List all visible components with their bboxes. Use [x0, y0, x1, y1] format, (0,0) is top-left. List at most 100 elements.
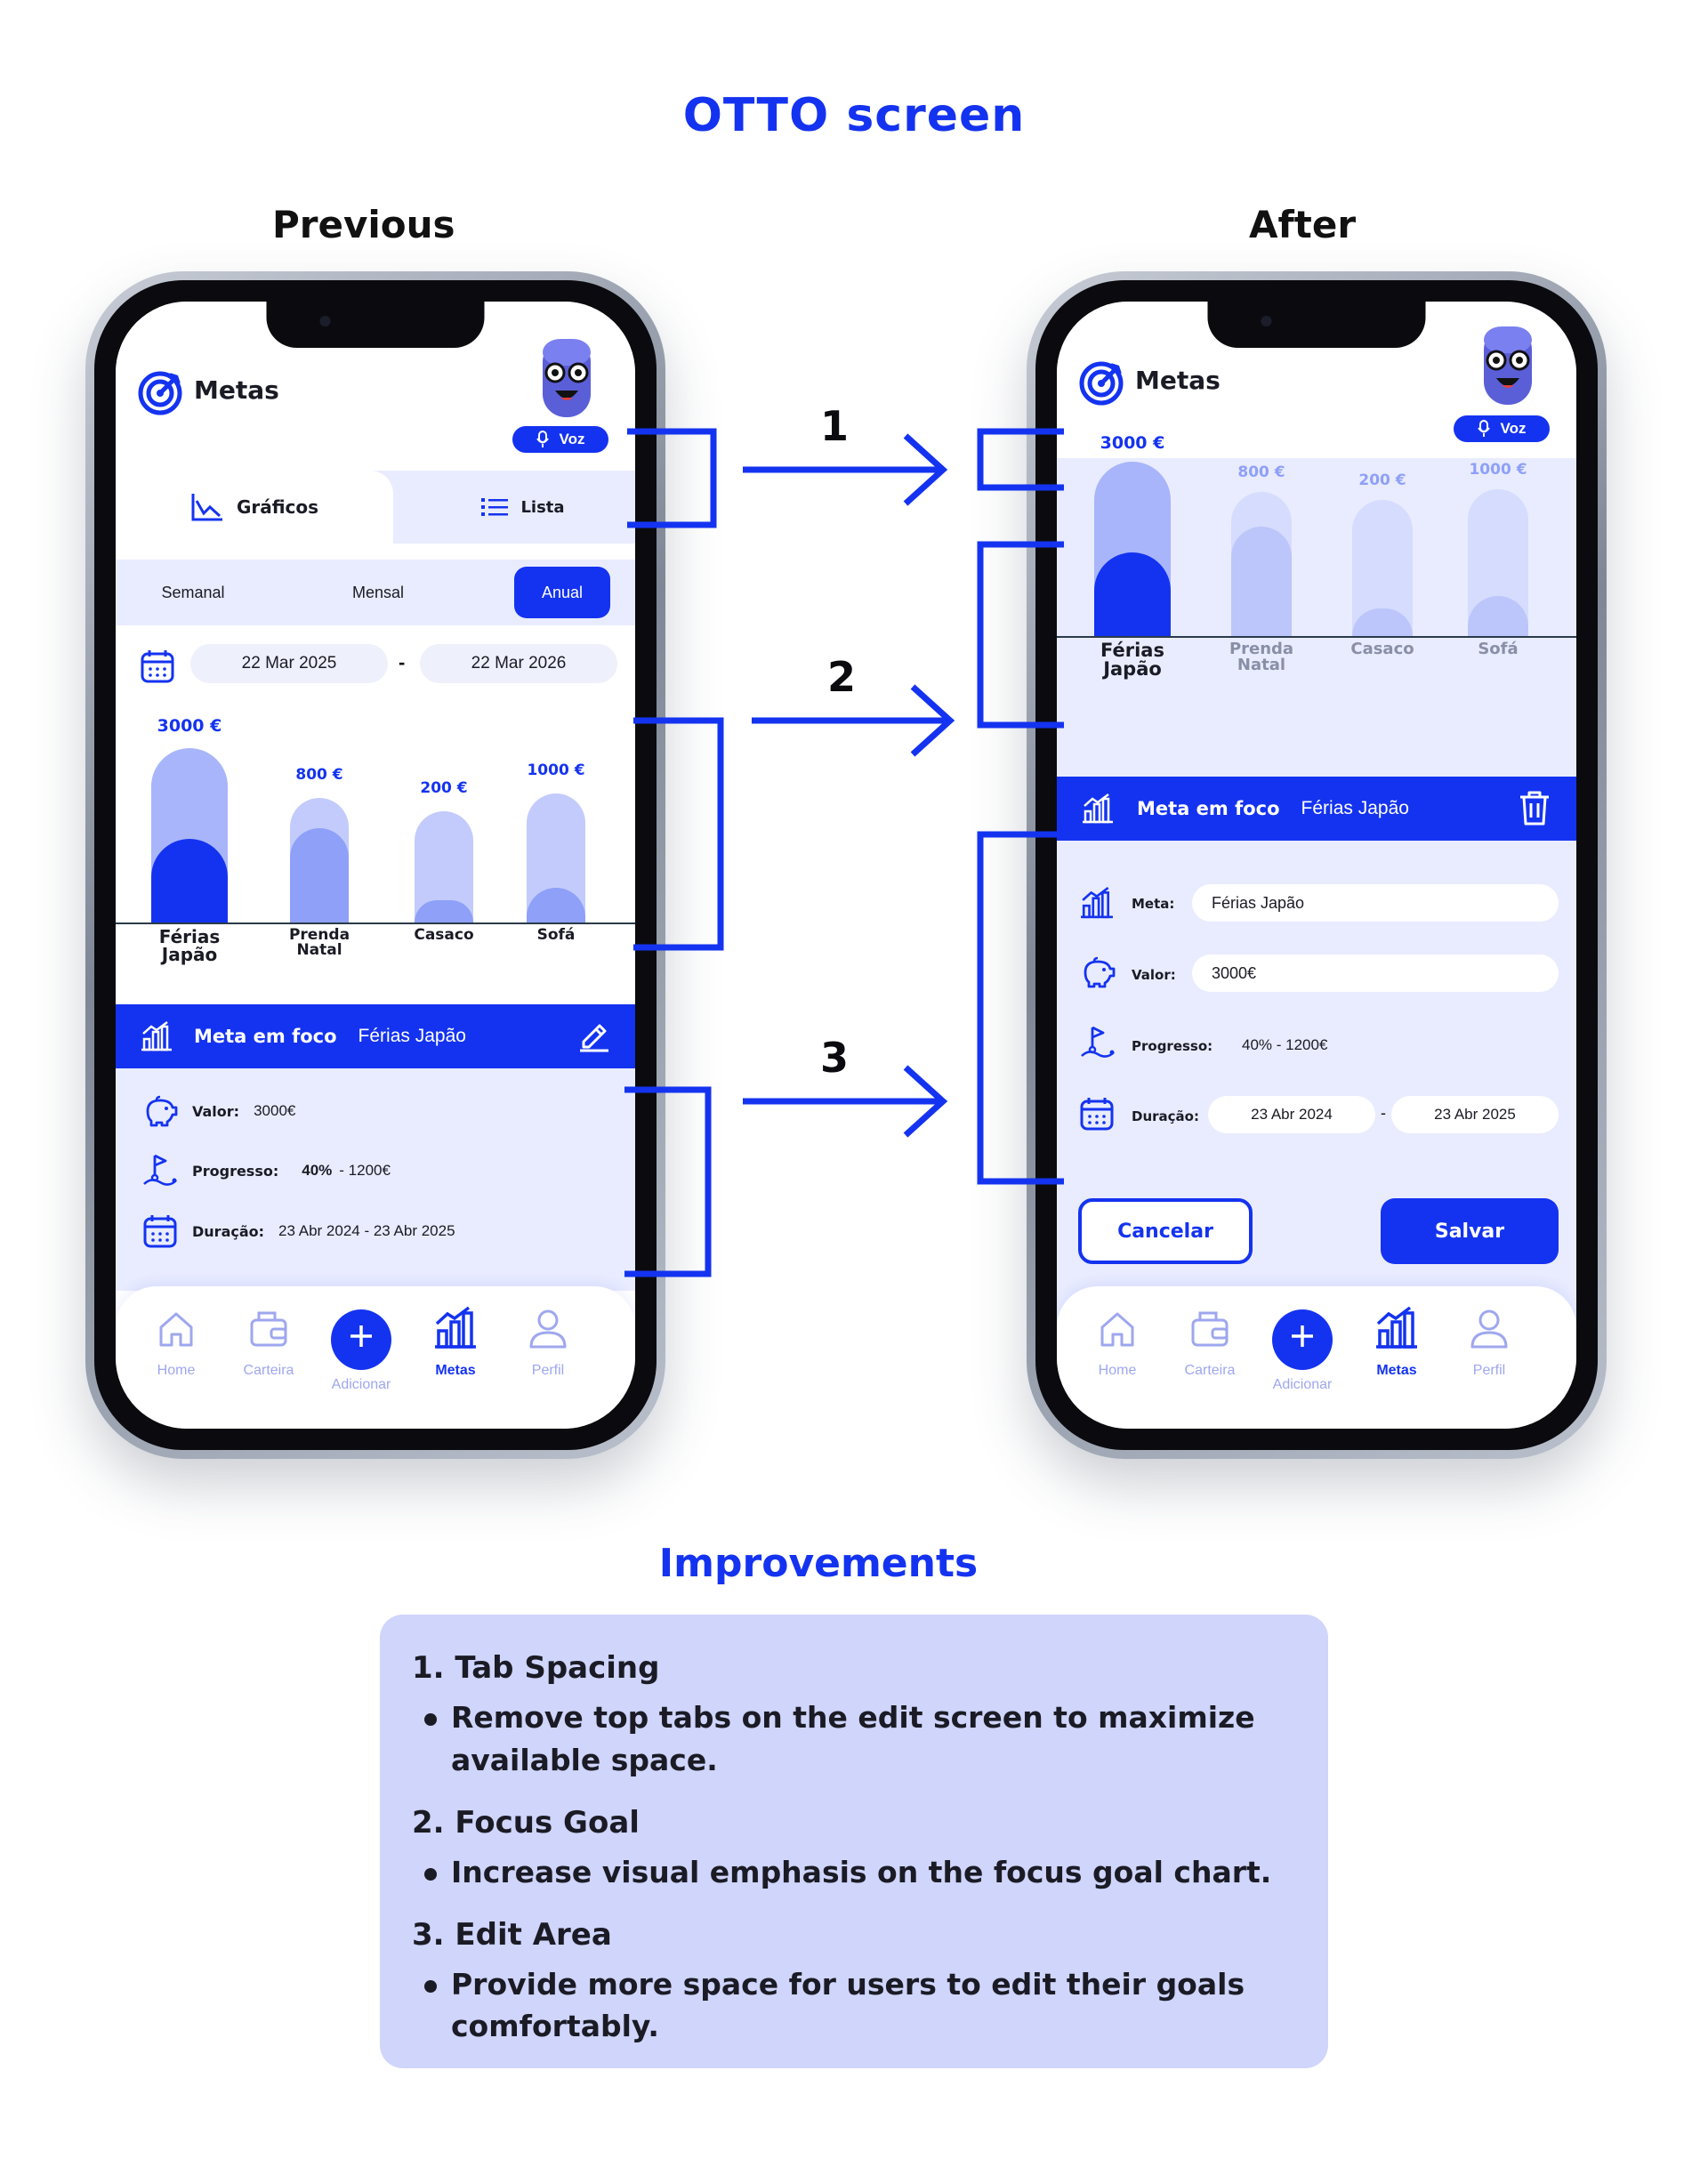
goal-bar-1[interactable]	[1094, 462, 1171, 636]
goal-bar-1[interactable]	[151, 748, 228, 922]
duracao-key: Duração:	[192, 1222, 265, 1240]
cancel-button[interactable]: Cancelar	[1078, 1198, 1253, 1264]
goal-bar-3[interactable]	[1352, 500, 1413, 636]
arrow-3	[743, 1065, 948, 1138]
previous-label: Previous	[272, 203, 455, 246]
improvement-heading: 2. Focus Goal	[412, 1804, 640, 1841]
after-label: After	[1249, 203, 1357, 246]
tab-lista[interactable]: Lista	[393, 471, 635, 544]
goal-value-label-1: 3000 €	[1100, 433, 1165, 453]
goal-bar-progress-2	[290, 828, 349, 922]
wallet-icon	[224, 1309, 313, 1356]
improvement-text: Provide more space for users to edit the…	[451, 1966, 1245, 2044]
duracao-from-input[interactable]: 23 Abr 2024	[1208, 1096, 1375, 1133]
progresso-rest: - 1200€	[339, 1162, 391, 1179]
calendar-icon	[141, 650, 174, 683]
app-title: Metas	[194, 375, 279, 405]
user-icon	[1445, 1309, 1534, 1356]
tab-graficos[interactable]: Gráficos	[116, 471, 393, 544]
voice-label: Voz	[1500, 420, 1527, 437]
bracket-prev-2	[633, 717, 724, 951]
nav-home[interactable]: Home	[1073, 1309, 1162, 1379]
nav-label: Metas	[435, 1363, 476, 1378]
nav-home[interactable]: Home	[132, 1309, 221, 1379]
goal-value-label-3: 200 €	[420, 779, 468, 797]
notch	[1207, 302, 1426, 348]
goal-category-label-3: Casaco	[414, 926, 474, 944]
goal-category-label-4: Sofá	[1478, 640, 1519, 658]
annotation-number-2: 2	[827, 653, 857, 701]
bracket-after-2	[977, 541, 1064, 729]
otto-mascot-icon[interactable]	[536, 334, 598, 423]
period-mensal[interactable]: Mensal	[351, 583, 405, 601]
page-title: OTTO screen	[682, 89, 1026, 142]
goal-bar-progress-3	[415, 900, 473, 922]
valor-input[interactable]: 3000€	[1192, 955, 1559, 992]
period-selector: Semanal Mensal Anual	[116, 560, 635, 625]
nav-perfil[interactable]: Perfil	[1445, 1309, 1534, 1379]
goal-bar-2[interactable]	[290, 798, 349, 922]
otto-mascot-icon[interactable]	[1477, 321, 1539, 410]
focus-goal-label: Meta em foco	[1137, 798, 1280, 819]
goal-category-label-4: Sofá	[536, 926, 576, 944]
nav-label: Home	[157, 1363, 196, 1378]
plus-icon	[1272, 1309, 1333, 1370]
comparison-annotations	[624, 428, 1064, 1277]
improvement-item: 2. Focus Goal Increase visual emphasis o…	[412, 1805, 1296, 1894]
bullet-icon	[424, 1979, 437, 1993]
edit-icon[interactable]	[576, 1017, 612, 1052]
view-tabs: Gráficos Lista	[116, 471, 635, 544]
nav-metas[interactable]: Metas	[1352, 1306, 1441, 1379]
voice-button[interactable]: Voz	[1454, 415, 1550, 442]
bar-chart-icon	[1352, 1306, 1441, 1356]
focus-goal-bar: Meta em foco Férias Japão	[1057, 777, 1576, 841]
date-to[interactable]: 22 Mar 2026	[420, 644, 617, 683]
goal-bar-3[interactable]	[415, 811, 473, 922]
calendar-icon	[1080, 1098, 1114, 1131]
goal-value-label-4: 1000 €	[527, 761, 585, 779]
valor-key: Valor:	[1132, 967, 1176, 983]
piggy-bank-icon	[1084, 956, 1116, 988]
save-button[interactable]: Salvar	[1381, 1198, 1559, 1264]
date-from[interactable]: 22 Mar 2025	[190, 644, 388, 683]
bracket-after-1	[977, 428, 1064, 491]
goal-bar-4[interactable]	[527, 794, 585, 922]
progresso-percent: 40%	[302, 1162, 333, 1179]
detail-progresso: Progresso: 40% - 1200€	[142, 1154, 391, 1188]
date-range: 22 Mar 2025 - 22 Mar 2026	[116, 644, 635, 690]
nav-label: Home	[1098, 1363, 1137, 1378]
valor-value: 3000€	[254, 1102, 296, 1119]
wallet-icon	[1165, 1309, 1254, 1356]
plus-icon	[331, 1309, 391, 1370]
goal-bar-progress-1	[1094, 552, 1171, 636]
nav-label: Perfil	[531, 1363, 565, 1378]
duracao-to-input[interactable]: 23 Abr 2025	[1391, 1096, 1559, 1133]
tab-graficos-label: Gráficos	[236, 496, 319, 518]
period-anual[interactable]: Anual	[514, 567, 610, 618]
trash-icon[interactable]	[1518, 789, 1551, 826]
nav-carteira[interactable]: Carteira	[1165, 1309, 1254, 1379]
nav-label: Metas	[1376, 1363, 1417, 1378]
goal-bar-2[interactable]	[1231, 492, 1292, 636]
nav-perfil[interactable]: Perfil	[504, 1309, 592, 1379]
nav-adicionar[interactable]: Adicionar	[1258, 1309, 1347, 1393]
meta-input[interactable]: Férias Japão	[1192, 884, 1559, 922]
arrow-1	[743, 433, 948, 506]
goal-value-label-2: 800 €	[295, 766, 343, 784]
goal-bar-4[interactable]	[1468, 489, 1528, 636]
voice-button[interactable]: Voz	[512, 426, 608, 453]
improvements-box: 1. Tab Spacing Remove top tabs on the ed…	[380, 1615, 1328, 2068]
nav-adicionar[interactable]: Adicionar	[317, 1309, 406, 1393]
nav-carteira[interactable]: Carteira	[224, 1309, 313, 1379]
nav-metas[interactable]: Metas	[411, 1306, 500, 1379]
improvement-text: Remove top tabs on the edit screen to ma…	[451, 1700, 1255, 1777]
focus-goal-bar: Meta em foco Férias Japão	[116, 1004, 635, 1068]
progresso-key: Progresso:	[192, 1162, 279, 1180]
period-semanal[interactable]: Semanal	[161, 583, 225, 601]
